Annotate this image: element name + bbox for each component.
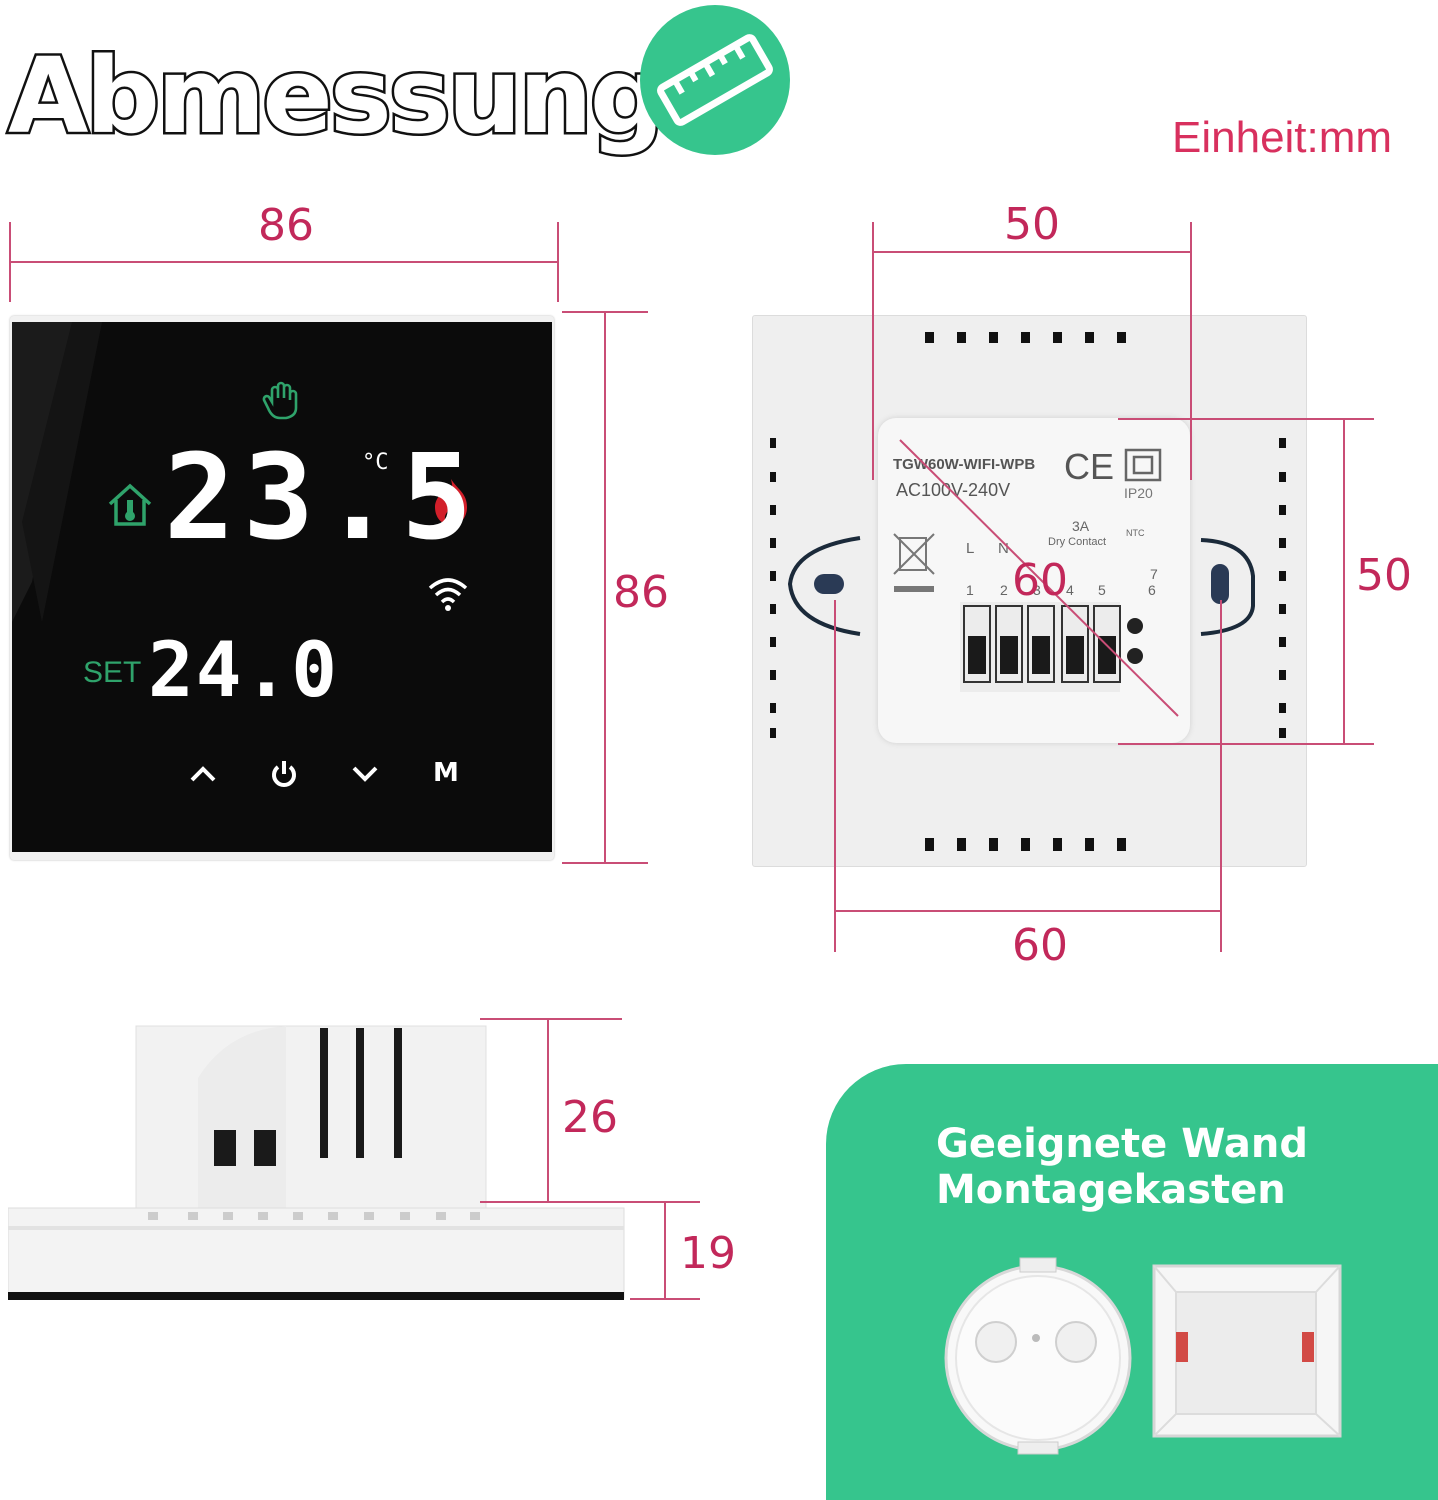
glass-reflection <box>12 322 102 622</box>
bottom-dim-line <box>834 910 1222 912</box>
flame-icon <box>435 479 467 525</box>
left-mount-hole <box>787 536 861 636</box>
terminal-n: N <box>998 540 1009 557</box>
page-title: Abmessung <box>5 35 666 157</box>
right-vents <box>1279 438 1291 742</box>
bottom-dim-tick-left <box>834 600 836 952</box>
mounting-title-line2: Montagekasten <box>936 1167 1286 1213</box>
right-dim-tick-bottom <box>1118 743 1374 745</box>
thermostat-side <box>8 1025 625 1300</box>
terminal-block <box>960 602 1143 692</box>
unit-celsius: °C <box>362 450 389 475</box>
power-icon[interactable] <box>268 758 300 790</box>
terminal-l: L <box>966 540 975 557</box>
right-mount-hole <box>1200 538 1255 636</box>
back-right-dim: 50 <box>1356 550 1412 601</box>
back-diagonal-dim: 60 <box>1012 555 1068 606</box>
mode-button[interactable]: M <box>433 758 459 788</box>
square-mounting-box <box>1152 1264 1342 1438</box>
round-mounting-box <box>944 1257 1132 1455</box>
double-insulation-icon <box>1124 448 1162 482</box>
ce-mark: CE <box>1064 446 1115 487</box>
top-vents <box>925 331 1135 350</box>
bottom-dim-tick-right <box>1220 600 1222 952</box>
rating-label: 3A <box>1072 518 1090 534</box>
depth-dim-line <box>547 1018 549 1202</box>
top-dim-line <box>872 251 1192 253</box>
height-dim-line <box>604 311 606 864</box>
terminal-2: 2 <box>1000 582 1008 598</box>
diagonal-dim-line <box>899 439 1179 717</box>
chevron-down-icon[interactable] <box>350 762 380 786</box>
top-dim-tick-left <box>872 222 874 480</box>
terminal-3: 3 <box>1033 582 1041 598</box>
front-height-dim: 86 <box>613 567 669 618</box>
left-vents <box>770 438 782 742</box>
chevron-up-icon[interactable] <box>188 762 218 786</box>
depth-dim-tick-bottom <box>480 1201 700 1203</box>
ip-rating: IP20 <box>1124 485 1153 501</box>
terminal-7: 7 <box>1150 566 1158 582</box>
terminal-6: 6 <box>1148 582 1156 598</box>
wifi-icon <box>428 578 468 611</box>
hand-icon <box>262 381 298 420</box>
side-depth-dim: 26 <box>562 1092 618 1143</box>
back-top-dim: 50 <box>1004 199 1060 250</box>
dry-contact-label: Dry Contact <box>1048 536 1107 548</box>
weee-bin-icon <box>893 533 935 592</box>
mounting-title-line1: Geeignete Wand <box>936 1121 1309 1167</box>
unit-label: Einheit:mm <box>1172 113 1393 162</box>
home-thermometer-icon <box>108 483 152 526</box>
terminal-5: 5 <box>1098 582 1106 598</box>
ruler-icon <box>640 5 790 155</box>
side-thickness-dim: 19 <box>680 1228 736 1279</box>
ntc-label: NTC <box>1126 528 1145 538</box>
thickness-dim-tick-bottom <box>630 1298 700 1300</box>
voltage-label: AC100V-240V <box>896 480 1011 500</box>
terminal-4: 4 <box>1066 582 1074 598</box>
width-dim-line <box>9 261 559 263</box>
terminal-1: 1 <box>966 582 974 598</box>
top-dim-tick-right <box>1190 222 1192 480</box>
bottom-vents <box>925 838 1135 858</box>
right-dim-line <box>1343 418 1345 745</box>
set-temperature: 24.0 <box>148 625 340 714</box>
current-temperature: 23.5 <box>164 428 481 566</box>
back-bottom-dim: 60 <box>1012 920 1068 971</box>
set-label: SET <box>83 656 142 689</box>
thickness-dim-line <box>664 1201 666 1299</box>
front-width-dim: 86 <box>258 200 314 251</box>
mounting-title: Geeignete Wand Montagekasten <box>936 1121 1308 1213</box>
thermostat-display: 23.5 °C SET 24.0 M <box>12 322 552 852</box>
depth-dim-tick-top <box>480 1018 622 1020</box>
right-dim-tick-top <box>1118 418 1374 420</box>
